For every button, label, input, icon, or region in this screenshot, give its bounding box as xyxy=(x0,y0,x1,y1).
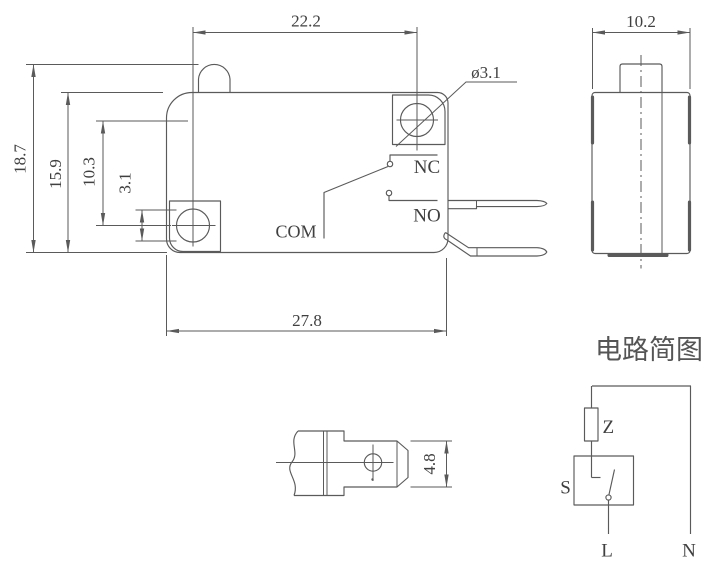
impedance-label: Z xyxy=(603,417,615,438)
no-terminal xyxy=(448,199,548,210)
dim-22-2: 22.2 xyxy=(291,12,321,31)
circuit-title: 电路简图 xyxy=(595,335,703,365)
terminal-detail-view: 4.8 xyxy=(276,430,452,497)
side-groove xyxy=(590,95,595,145)
dim-4-8: 4.8 xyxy=(420,453,439,474)
side-view: 10.2 xyxy=(590,12,692,269)
nc-terminal-label: NC xyxy=(414,157,440,178)
dim-10-3: 10.3 xyxy=(80,157,99,187)
dimension-side-width: 10.2 xyxy=(592,12,691,89)
com-lever xyxy=(323,165,389,239)
side-groove xyxy=(687,200,692,252)
switch-arm xyxy=(608,469,616,495)
dim-15-9: 15.9 xyxy=(46,159,65,189)
no-terminal-label: NO xyxy=(413,206,440,227)
terminal-outline xyxy=(294,430,409,497)
mounting-hole-bottom-left xyxy=(168,200,222,253)
dimension-total-height: 18.7 xyxy=(11,64,199,253)
terminal-break-line xyxy=(289,430,299,496)
terminal-hole xyxy=(276,444,394,481)
dim-10-2: 10.2 xyxy=(626,12,656,31)
front-view: NC NO COM 22.2 18.7 15.9 10.3 xyxy=(11,12,548,336)
dim-27-8: 27.8 xyxy=(292,311,322,330)
dimension-hole-spacing-h: 22.2 xyxy=(192,12,418,247)
dim-18-7: 18.7 xyxy=(11,144,30,174)
mounting-hole-top-right xyxy=(391,94,446,146)
line-label: L xyxy=(601,541,613,562)
dimension-body-height: 15.9 xyxy=(46,92,163,253)
side-groove xyxy=(590,200,595,252)
side-foot xyxy=(607,253,669,257)
com-terminal xyxy=(443,232,548,257)
dim-dia-3-1: ø3.1 xyxy=(471,63,501,82)
dimension-mount-hole: 3.1 xyxy=(116,172,177,242)
switch-box xyxy=(573,455,635,506)
circuit-diagram: 电路简图 Z S L N xyxy=(560,335,703,562)
hole-diameter-callout: ø3.1 xyxy=(395,63,517,147)
impedance-symbol xyxy=(583,407,599,442)
internal-contacts xyxy=(323,154,438,239)
com-terminal-label: COM xyxy=(275,222,316,242)
dim-3-1: 3.1 xyxy=(116,172,135,193)
neutral-label: N xyxy=(682,541,696,562)
dimension-blade-width: 4.8 xyxy=(410,440,452,488)
dimension-hole-spacing-v: 10.3 xyxy=(80,120,188,226)
plunger-button xyxy=(197,63,231,93)
switch-label: S xyxy=(560,478,571,499)
dimension-body-width: 27.8 xyxy=(166,255,447,336)
side-groove xyxy=(687,95,692,145)
